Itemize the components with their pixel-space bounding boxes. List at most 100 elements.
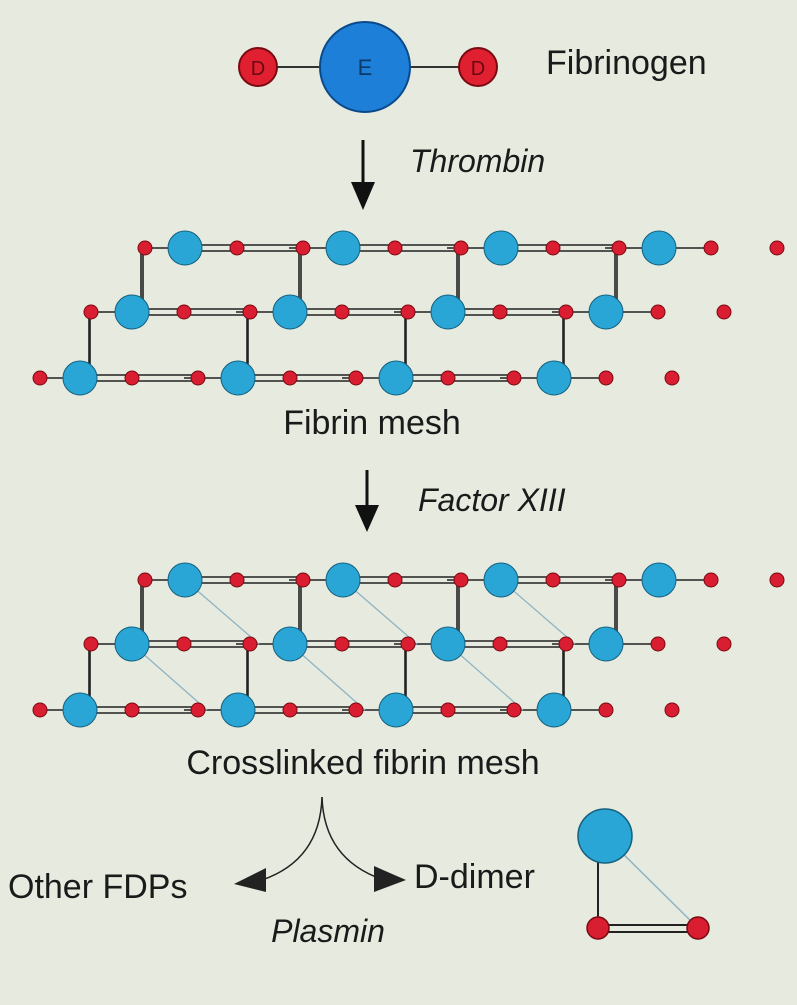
crosslinked-mesh-d-node bbox=[242, 636, 258, 652]
thrombin-label: Thrombin bbox=[410, 143, 545, 179]
thrombin-arrow bbox=[351, 140, 375, 210]
crosslinked-mesh-e-node bbox=[378, 692, 414, 728]
crosslinked-mesh-d-node bbox=[598, 702, 614, 718]
crosslinked-mesh-d-node bbox=[558, 636, 574, 652]
fibrin-mesh-d-node bbox=[334, 304, 350, 320]
crosslinked-mesh-e-node bbox=[114, 626, 150, 662]
fibrin-mesh-d-node bbox=[440, 370, 456, 386]
crosslinked-mesh-d-node bbox=[229, 572, 245, 588]
crosslinked-mesh-d-node bbox=[611, 572, 627, 588]
fibrinogen-d-label-right: D bbox=[471, 58, 485, 80]
d-dimer-d-node-right bbox=[686, 916, 710, 940]
fibrin-mesh-d-node bbox=[387, 240, 403, 256]
crosslinked-mesh-d-node bbox=[295, 572, 311, 588]
crosslinked-mesh-d-node bbox=[282, 702, 298, 718]
crosslinked-mesh-d-node bbox=[506, 702, 522, 718]
fibrin-mesh-d-node bbox=[295, 240, 311, 256]
crosslinked-mesh-d-node bbox=[703, 572, 719, 588]
crosslinked-mesh-d-node bbox=[492, 636, 508, 652]
fibrin-mesh-e-node bbox=[272, 294, 308, 330]
plasmin-split-arrows bbox=[234, 796, 406, 892]
fibrinogen-molecule: D E D bbox=[238, 21, 498, 113]
crosslinked-mesh-d-node bbox=[190, 702, 206, 718]
fibrin-mesh-d-node bbox=[716, 304, 732, 320]
crosslinked-mesh-e-node bbox=[167, 562, 203, 598]
crosslinked-mesh-d-node bbox=[334, 636, 350, 652]
fibrin-mesh-e-node bbox=[62, 360, 98, 396]
crosslinked-mesh-e-node bbox=[641, 562, 677, 598]
fibrin-mesh-d-node bbox=[664, 370, 680, 386]
fibrin-mesh-d-node bbox=[190, 370, 206, 386]
factor-xiii-arrow bbox=[355, 470, 379, 532]
fibrin-mesh-d-node bbox=[703, 240, 719, 256]
crosslinked-fibrin-mesh bbox=[32, 562, 785, 728]
crosslinked-mesh-e-node bbox=[325, 562, 361, 598]
fibrin-mesh-d-node bbox=[124, 370, 140, 386]
fibrin-mesh-e-node bbox=[220, 360, 256, 396]
other-fdps-label: Other FDPs bbox=[8, 868, 187, 906]
fibrinogen-e-label: E bbox=[358, 55, 373, 80]
crosslinked-mesh-e-node bbox=[220, 692, 256, 728]
fibrin-mesh-d-node bbox=[282, 370, 298, 386]
fibrin-mesh-e-node bbox=[378, 360, 414, 396]
fibrin-mesh-e-node bbox=[641, 230, 677, 266]
fibrinogen-e-domain bbox=[319, 21, 411, 113]
fibrinogen-d-label-left: D bbox=[251, 58, 265, 80]
fibrin-mesh-d-node bbox=[229, 240, 245, 256]
crosslinked-mesh-label: Crosslinked fibrin mesh bbox=[186, 744, 539, 782]
fibrin-mesh-d-node bbox=[769, 240, 785, 256]
fibrin-mesh-d-node bbox=[558, 304, 574, 320]
crosslinked-mesh-d-node bbox=[453, 572, 469, 588]
fibrin-mesh-e-node bbox=[167, 230, 203, 266]
fibrinogen-label: Fibrinogen bbox=[546, 44, 707, 82]
crosslinked-mesh-e-node bbox=[272, 626, 308, 662]
factor-xiii-label: Factor XIII bbox=[418, 482, 566, 518]
crosslinked-mesh-d-node bbox=[32, 702, 48, 718]
crosslinked-mesh-e-node bbox=[430, 626, 466, 662]
crosslinked-mesh-e-node bbox=[588, 626, 624, 662]
fibrin-mesh-d-node bbox=[242, 304, 258, 320]
fibrin-mesh bbox=[32, 230, 785, 396]
crosslinked-mesh-d-node bbox=[387, 572, 403, 588]
crosslinked-mesh-d-node bbox=[124, 702, 140, 718]
fibrin-mesh-d-node bbox=[545, 240, 561, 256]
crosslinked-mesh-d-node bbox=[664, 702, 680, 718]
fibrin-mesh-d-node bbox=[400, 304, 416, 320]
crosslinked-mesh-e-node bbox=[62, 692, 98, 728]
fibrin-mesh-e-node bbox=[325, 230, 361, 266]
fibrinogen-d-domain-right bbox=[458, 47, 498, 87]
fibrinogen-d-domain-left bbox=[238, 47, 278, 87]
fibrin-mesh-d-node bbox=[32, 370, 48, 386]
crosslinked-mesh-d-node bbox=[440, 702, 456, 718]
d-dimer-e-node bbox=[577, 808, 633, 864]
plasmin-label: Plasmin bbox=[271, 913, 385, 949]
crosslinked-mesh-d-node bbox=[716, 636, 732, 652]
crosslinked-mesh-d-node bbox=[137, 572, 153, 588]
fibrin-mesh-d-node bbox=[453, 240, 469, 256]
fibrin-mesh-label: Fibrin mesh bbox=[283, 404, 461, 442]
fibrin-mesh-d-node bbox=[506, 370, 522, 386]
d-dimer-label: D-dimer bbox=[414, 858, 535, 896]
crosslinked-mesh-d-node bbox=[650, 636, 666, 652]
fibrin-mesh-d-node bbox=[650, 304, 666, 320]
crosslinked-mesh-d-node bbox=[176, 636, 192, 652]
fibrin-mesh-d-node bbox=[611, 240, 627, 256]
fibrin-mesh-d-node bbox=[137, 240, 153, 256]
fibrin-mesh-e-node bbox=[536, 360, 572, 396]
fibrin-mesh-d-node bbox=[492, 304, 508, 320]
fibrin-mesh-d-node bbox=[176, 304, 192, 320]
d-dimer-d-node-left bbox=[586, 916, 610, 940]
fibrin-mesh-e-node bbox=[114, 294, 150, 330]
fibrin-mesh-e-node bbox=[430, 294, 466, 330]
crosslinked-mesh-d-node bbox=[769, 572, 785, 588]
crosslinked-mesh-d-node bbox=[348, 702, 364, 718]
fibrin-mesh-e-node bbox=[483, 230, 519, 266]
crosslinked-mesh-e-node bbox=[536, 692, 572, 728]
crosslinked-mesh-e-node bbox=[483, 562, 519, 598]
fibrin-mesh-d-node bbox=[83, 304, 99, 320]
fibrin-mesh-e-node bbox=[588, 294, 624, 330]
fibrin-mesh-d-node bbox=[348, 370, 364, 386]
crosslinked-mesh-d-node bbox=[400, 636, 416, 652]
crosslinked-mesh-d-node bbox=[83, 636, 99, 652]
